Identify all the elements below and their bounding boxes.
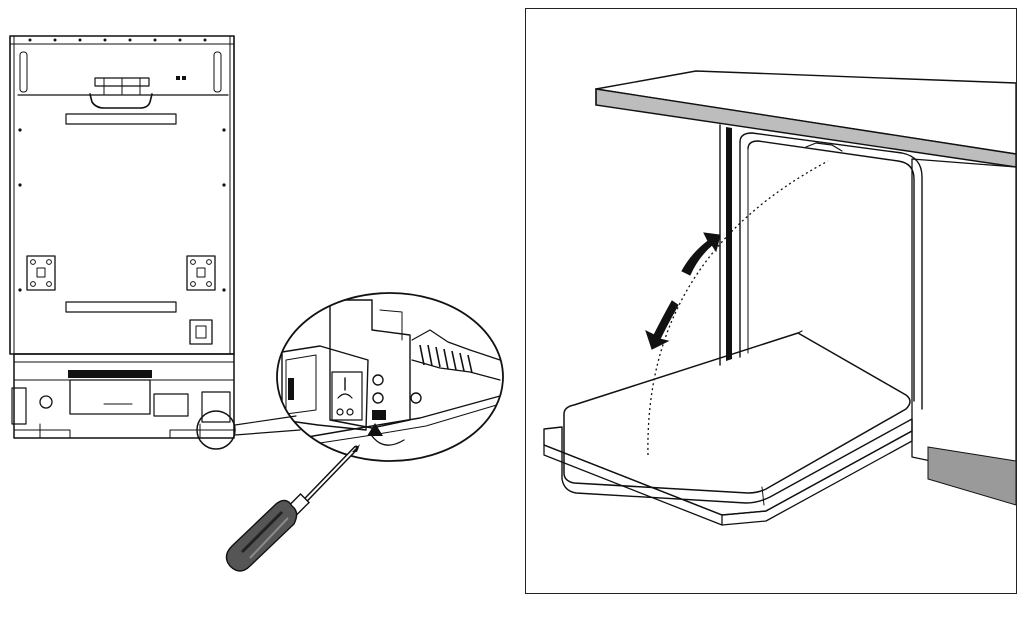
left-panel-installation-view (9, 35, 504, 572)
mounting-plate-right (186, 255, 216, 291)
top-rivets (28, 38, 207, 42)
door-opening-arc (647, 160, 829, 456)
handle-icon (89, 76, 186, 109)
open-door (543, 330, 913, 526)
tension-arrows (645, 232, 721, 350)
mounting-plate-left (26, 255, 56, 291)
screwdriver (225, 444, 360, 572)
right-panel-door-adjustment-view (525, 8, 1017, 594)
detail-marker-circle (196, 410, 236, 450)
cabinet-side (911, 158, 1016, 506)
side-rivets (18, 128, 226, 292)
dishwasher-interior-frame (719, 124, 923, 410)
dishwasher-rear-view (9, 35, 236, 450)
magnified-hinge-detail (276, 292, 504, 462)
countertop (595, 70, 1016, 168)
